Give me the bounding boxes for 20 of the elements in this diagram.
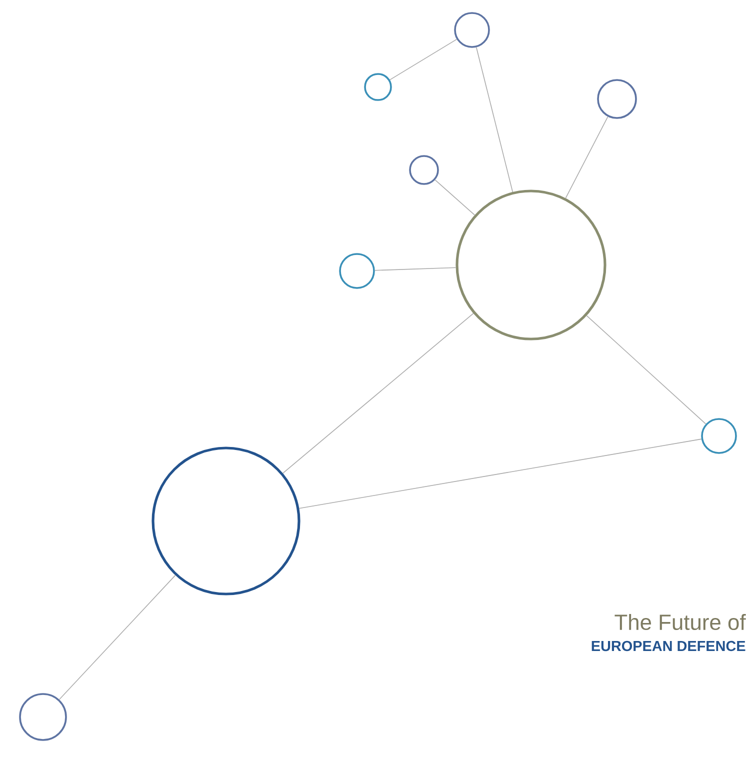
subtitle-text: EUROPEAN DEFENCE <box>592 640 746 652</box>
circle <box>597 79 637 119</box>
connector-line <box>282 313 474 474</box>
circle <box>409 155 439 185</box>
connector-line <box>565 116 608 199</box>
circle <box>701 418 737 454</box>
connector-line <box>434 180 476 216</box>
connector-line <box>298 438 702 509</box>
circle <box>19 693 67 741</box>
circle <box>364 73 392 101</box>
connector-line <box>58 574 176 700</box>
circle <box>339 253 375 289</box>
connector-line <box>586 315 706 424</box>
circle <box>454 12 490 48</box>
circle <box>456 190 606 340</box>
title-text: The Future of <box>614 614 746 630</box>
circle <box>152 446 300 596</box>
connector-line <box>476 46 514 192</box>
connector-line <box>374 267 456 271</box>
connector-line <box>389 38 458 80</box>
